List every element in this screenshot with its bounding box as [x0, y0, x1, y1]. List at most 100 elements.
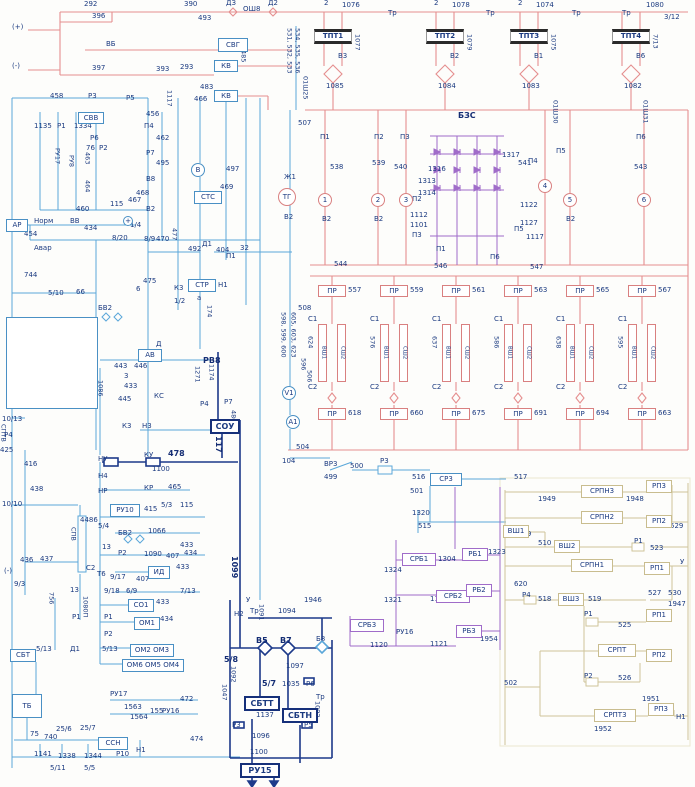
- wire-label: П5: [514, 225, 524, 233]
- wire-label: 483: [200, 83, 214, 91]
- wire-label: 504: [296, 443, 310, 451]
- wire-label: 434: [84, 224, 98, 232]
- wire-label: СПВ: [69, 527, 78, 541]
- wire-label: 1035: [282, 680, 300, 688]
- wire-label: Норм: [34, 217, 54, 225]
- wire-label: 618: [348, 409, 362, 417]
- wire-label: а: [197, 294, 202, 302]
- component-box: ОМ2 ОМ3: [130, 644, 174, 657]
- wire-label: С1: [556, 315, 566, 323]
- wire-label: Н4: [98, 472, 108, 480]
- wire-label: БВ2: [98, 304, 113, 312]
- wire-label: 544: [334, 260, 348, 268]
- component-box: ССН: [98, 737, 128, 750]
- wire-label: 1086: [96, 380, 105, 397]
- wire-label: 1099: [230, 556, 239, 579]
- component-box: СРБ1: [402, 553, 436, 566]
- wire-label: 5/13: [102, 645, 118, 653]
- wire-label: Р7: [146, 149, 155, 157]
- wire-label: П3: [400, 133, 410, 141]
- wire-label: 5/7: [262, 679, 277, 688]
- wire-label: 10/13: [2, 415, 23, 423]
- wire-label: Р3: [88, 92, 97, 100]
- wire-label: Р10: [116, 750, 130, 758]
- wire-label: В5: [256, 636, 268, 645]
- wire-label: 01Ш30: [551, 100, 560, 124]
- wire-label: 529: [670, 522, 684, 530]
- instrument-circle: V1: [282, 386, 296, 400]
- wire-label: П4: [144, 122, 154, 130]
- wire-label: 1097: [286, 662, 304, 670]
- wire-label: 9/17: [110, 573, 126, 581]
- wire-label: 390: [184, 0, 198, 8]
- wire-label: 416: [24, 460, 38, 468]
- wire-label: ДЗ: [226, 0, 236, 7]
- wire-label: 9/3: [14, 580, 26, 588]
- component-box: ВШ1: [504, 324, 513, 382]
- wire-label: 675: [472, 409, 486, 417]
- wire-label: Д1: [202, 240, 212, 248]
- wire-label: 1320: [412, 509, 430, 517]
- wire-label: КУ: [144, 451, 154, 459]
- wire-label: 1047: [220, 684, 229, 701]
- wire-label: П1: [320, 133, 330, 141]
- wire-label: 502: [504, 679, 518, 687]
- wire-label: С1: [494, 315, 504, 323]
- wire-label: 436: [20, 556, 34, 564]
- red-power-wiring: [28, 7, 689, 451]
- wire-label: 1952: [594, 725, 612, 733]
- component-box: РП2: [646, 649, 672, 662]
- wire-label: 500: [350, 462, 364, 470]
- wire-label: 467: [128, 196, 142, 204]
- component-box: РУ10: [110, 504, 140, 517]
- wire-label: П3: [412, 231, 422, 239]
- wire-label: БВ2: [118, 529, 133, 537]
- wire-label: 756: [47, 592, 56, 605]
- wire-label: 1075: [549, 34, 558, 51]
- wire-label: 576: [368, 336, 377, 349]
- wire-label: 474: [190, 735, 204, 743]
- component-box: ВШ1: [628, 324, 637, 382]
- wire-label: 460: [76, 205, 90, 213]
- component-box: СШ2: [647, 324, 656, 382]
- wire-label: В8: [146, 175, 156, 183]
- wire-label: 1082: [624, 82, 642, 90]
- wire-label: В1: [534, 52, 544, 60]
- wire-label: 66: [76, 288, 85, 296]
- component-box: СРПН3: [581, 485, 623, 498]
- wire-label: 438: [30, 485, 44, 493]
- component-box: СШ2: [399, 324, 408, 382]
- component-box: ВШ1: [380, 324, 389, 382]
- component-box: РБ2: [466, 584, 492, 597]
- wire-label: Р5: [126, 94, 135, 102]
- wire-label: СПТВ: [0, 424, 8, 442]
- wire-label: 557: [348, 286, 362, 294]
- wire-label: 567: [658, 286, 672, 294]
- component-box: АВ: [138, 349, 162, 362]
- wire-label: 507: [298, 119, 312, 127]
- wire-label: 1271: [193, 366, 202, 383]
- component-box: СШ2: [523, 324, 532, 382]
- wire-label: 565: [596, 286, 610, 294]
- wire-label: 1117: [526, 233, 544, 241]
- wire-label: 637: [430, 336, 439, 349]
- wire-label: 1321: [384, 596, 402, 604]
- wire-label: 407: [136, 575, 150, 583]
- wire-label: 1304: [438, 555, 456, 563]
- wire-label: КС: [154, 392, 164, 400]
- wire-label: 462: [156, 134, 170, 142]
- wire-label: 2: [434, 0, 439, 7]
- wire-label: 538: [330, 163, 344, 171]
- wire-label: 463: [83, 152, 92, 165]
- wire-label: 497: [226, 165, 240, 173]
- component-box: ВШ1: [442, 324, 451, 382]
- wire-label: 541: [518, 159, 532, 167]
- component-box: ПР: [318, 285, 346, 297]
- component-box: СБТН: [282, 708, 318, 723]
- wire-label: 559: [410, 286, 424, 294]
- wire-label: 1074: [536, 1, 554, 9]
- wire-label: 1949: [538, 495, 556, 503]
- wire-label: 531, 532, 533: [285, 28, 294, 74]
